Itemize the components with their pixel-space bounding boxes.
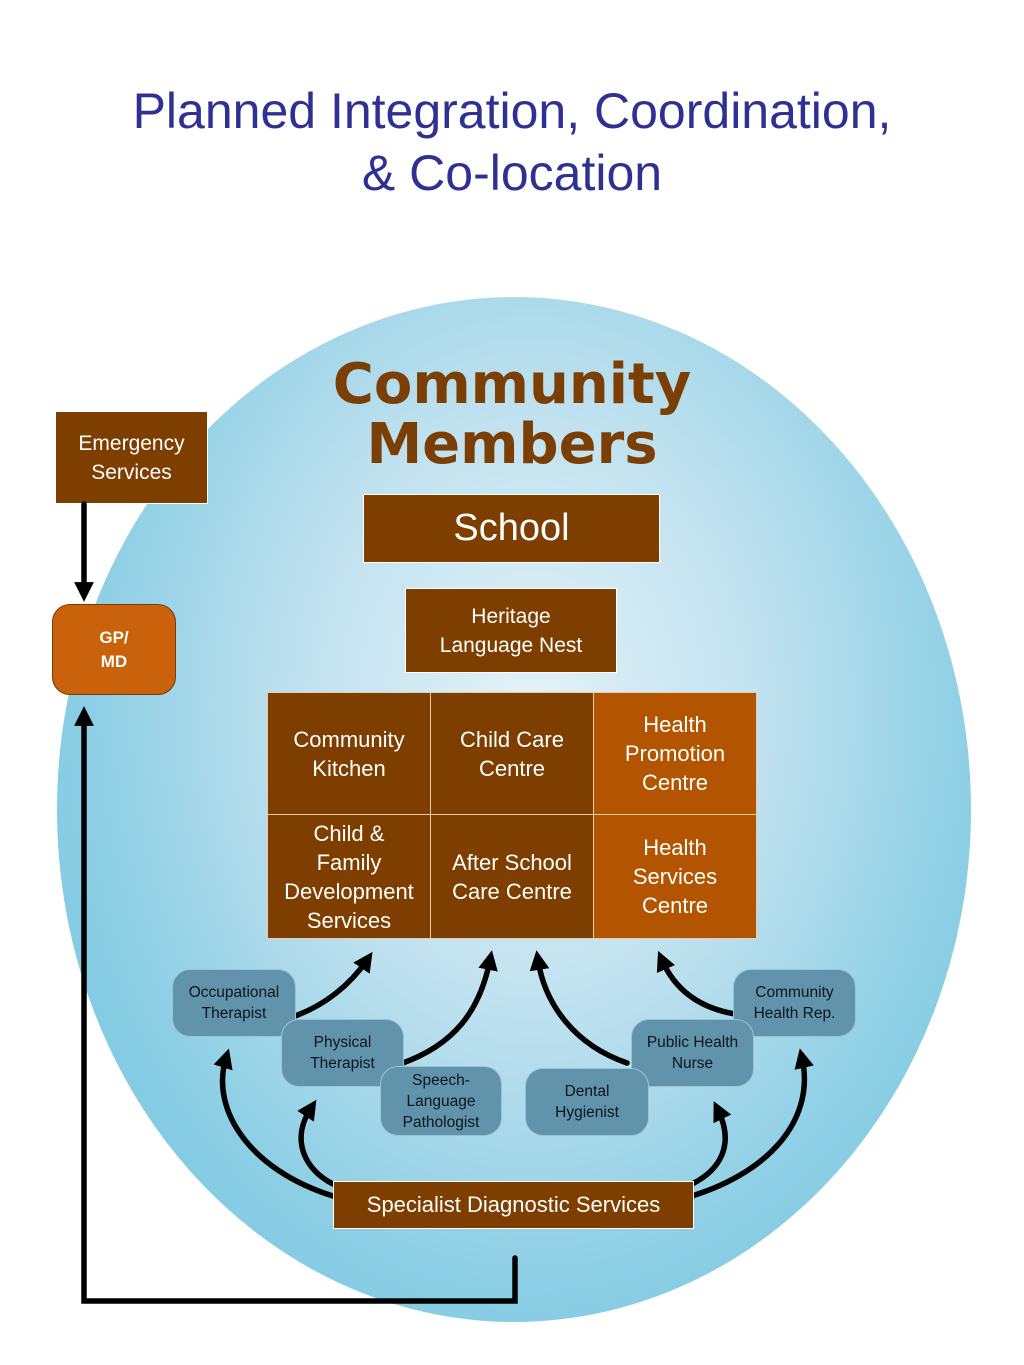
emergency-services-box: Emergency Services	[55, 411, 208, 504]
speech-line-2: Language	[406, 1092, 476, 1110]
occupational-therapist-pill: Occupational Therapist	[172, 969, 296, 1037]
specialist-label: Specialist Diagnostic Services	[366, 1192, 661, 1217]
heading-line-1: Community	[332, 352, 692, 417]
dental-to-child-care-arrow	[529, 950, 630, 1066]
gp-line-2: MD	[100, 651, 128, 671]
specialist-diagnostic-services-box: Specialist Diagnostic Services	[333, 1181, 694, 1229]
health-services-line-2: Services	[632, 864, 718, 889]
child-family-line-1: Child &	[313, 820, 385, 846]
community-kitchen-box: Community Kitchen	[267, 692, 431, 815]
public-health-nurse-pill: Public Health Nurse	[631, 1019, 754, 1087]
public-health-line-2: Nurse	[671, 1055, 714, 1072]
specialist-to-public-health-arrow	[689, 1101, 732, 1187]
physical-line-2: Therapist	[310, 1055, 375, 1072]
occupational-line-1: Occupational	[188, 984, 280, 1001]
after-school-line-1: After School	[452, 849, 572, 875]
specialist-to-physical-arrow	[297, 1099, 336, 1187]
child-family-line-2: Family	[316, 849, 382, 875]
specialist-to-occupational-arrow	[213, 1048, 336, 1199]
community-members-heading: Community Members	[262, 355, 762, 475]
health-services-line-1: Health	[643, 835, 707, 860]
child-care-centre-box: Child Care Centre	[430, 692, 594, 815]
child-family-development-box: Child & Family Development Services	[267, 814, 431, 939]
speech-line-3: Pathologist	[402, 1113, 480, 1131]
heritage-line-1: Heritage	[471, 604, 551, 628]
occupational-line-2: Therapist	[201, 1005, 267, 1022]
health-promotion-line-1: Health	[643, 712, 707, 737]
health-promotion-line-3: Centre	[641, 770, 709, 795]
health-services-centre-box: Health Services Centre	[593, 814, 757, 939]
community-kitchen-line-2: Kitchen	[312, 755, 386, 781]
title-line-1: Planned Integration, Coordination,	[132, 83, 892, 139]
speech-language-pathologist-pill: Speech- Language Pathologist	[380, 1066, 502, 1136]
community-rep-to-health-services-arrow	[656, 950, 738, 1017]
gp-md-box: GP/ MD	[52, 604, 176, 695]
health-promotion-centre-box: Health Promotion Centre	[593, 692, 757, 815]
dental-hygienist-pill: Dental Hygienist	[525, 1068, 649, 1136]
physical-line-1: Physical	[313, 1034, 372, 1051]
public-health-line-1: Public Health	[646, 1034, 739, 1051]
child-family-line-3: Development	[284, 878, 414, 904]
occupational-to-kitchen-arrow	[292, 951, 373, 1019]
speech-to-child-care-arrow	[397, 950, 498, 1067]
specialist-to-community-rep-arrow	[689, 1048, 814, 1199]
dental-line-2: Hygienist	[555, 1104, 619, 1121]
community-health-rep-pill: Community Health Rep.	[733, 969, 856, 1037]
title-line-2: & Co-location	[361, 145, 663, 201]
after-school-line-2: Care Centre	[452, 878, 572, 904]
emergency-line-1: Emergency	[78, 431, 185, 455]
heading-line-2: Members	[366, 412, 658, 477]
child-care-line-1: Child Care	[460, 726, 564, 752]
heritage-language-nest-box: Heritage Language Nest	[405, 588, 617, 673]
specialist-to-gp-arrow	[74, 706, 518, 1304]
health-services-line-3: Centre	[641, 893, 709, 918]
heritage-line-2: Language Nest	[439, 633, 583, 657]
dental-line-1: Dental	[564, 1083, 610, 1100]
child-family-line-4: Services	[306, 907, 392, 933]
speech-line-1: Speech-	[412, 1071, 470, 1089]
community-kitchen-line-1: Community	[293, 726, 405, 752]
after-school-care-centre-box: After School Care Centre	[430, 814, 594, 939]
health-promotion-line-2: Promotion	[624, 741, 726, 766]
gp-line-1: GP/	[99, 627, 129, 647]
school-box: School	[363, 494, 660, 563]
child-care-line-2: Centre	[478, 755, 546, 781]
community-health-line-1: Community	[755, 984, 834, 1001]
emergency-line-2: Services	[91, 460, 172, 484]
page-title: Planned Integration, Coordination, & Co-…	[0, 80, 1024, 204]
community-health-line-2: Health Rep.	[753, 1005, 836, 1022]
school-label: School	[453, 507, 570, 549]
